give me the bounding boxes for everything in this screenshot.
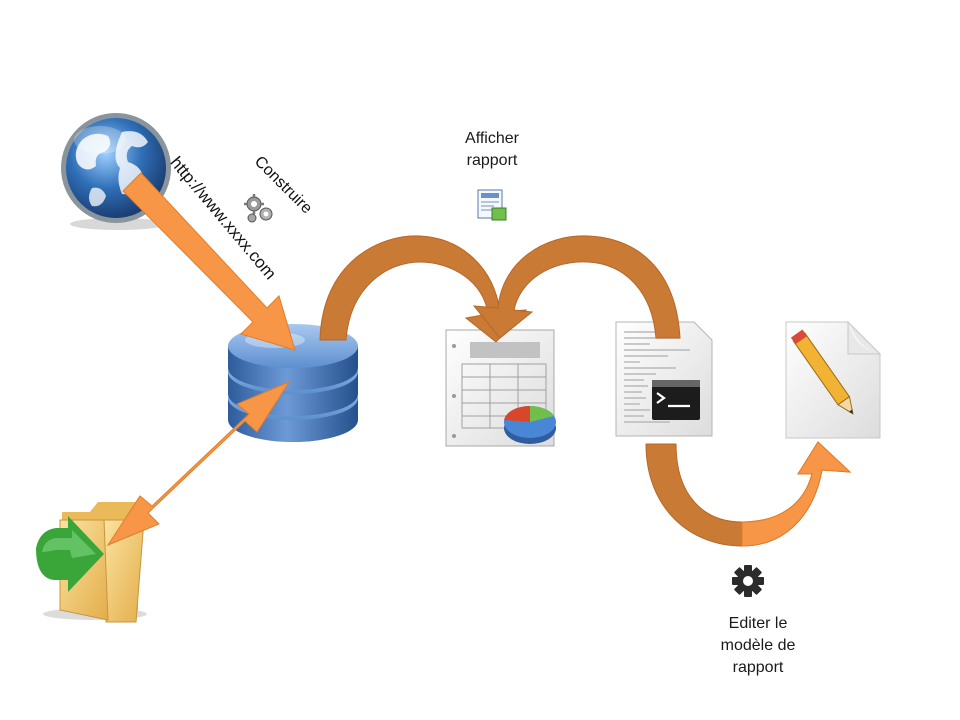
edit-template-label: Editer le modèle de rapport xyxy=(698,613,818,679)
arrow-script-to-report xyxy=(472,235,681,339)
arrow-database-to-report xyxy=(319,235,528,343)
edit-template-line-1: Editer le xyxy=(728,615,788,632)
script-terminal-icon xyxy=(615,321,713,437)
arrow-script-to-edit xyxy=(645,441,852,547)
show-report-line-2: rapport xyxy=(466,152,518,169)
show-report-label: Afficher rapport xyxy=(442,128,542,172)
edit-template-line-3: rapport xyxy=(732,659,784,676)
report-table-chart-icon xyxy=(445,329,556,447)
document-edit-icon xyxy=(785,320,882,439)
report-small-icon xyxy=(477,189,507,221)
gears-icon xyxy=(244,194,273,223)
edit-template-line-2: modèle de xyxy=(720,637,796,654)
show-report-line-1: Afficher xyxy=(465,130,519,147)
arrow-database-folder xyxy=(106,380,291,547)
gear-icon xyxy=(732,565,764,597)
arrow-globe-to-database xyxy=(122,172,296,351)
